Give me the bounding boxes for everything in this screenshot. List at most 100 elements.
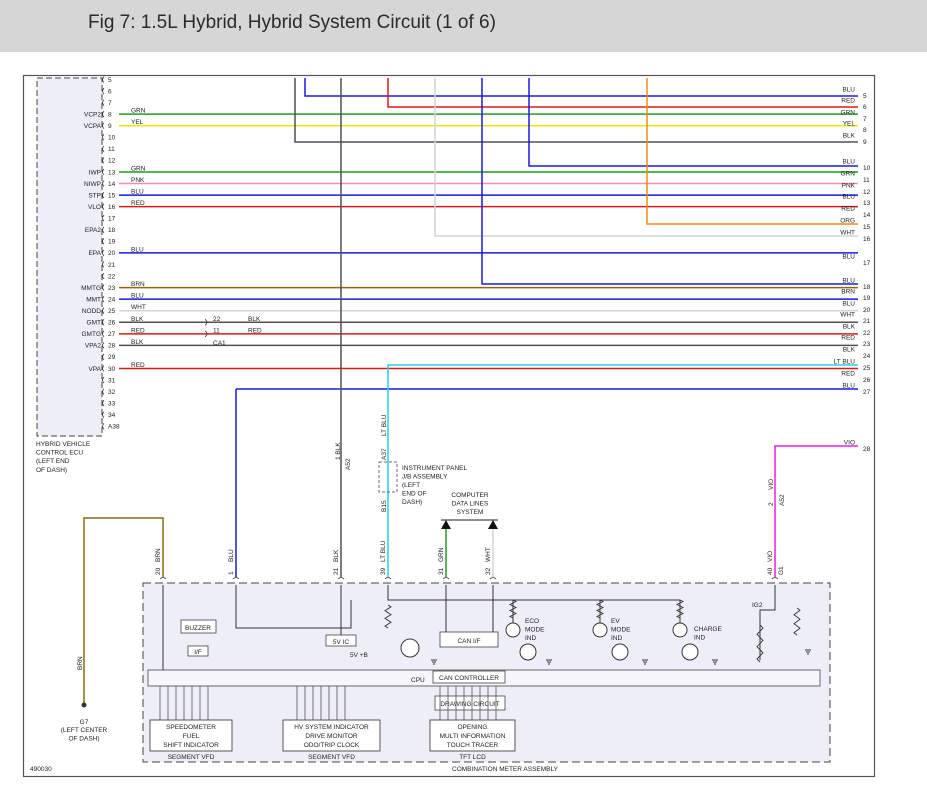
charge-label-line: CHARGE [694, 626, 722, 633]
ecu-pin-name: VLO [88, 204, 101, 211]
ecu-pin-number: 16 [108, 204, 116, 211]
pin-bracket [102, 214, 105, 222]
ecu-pin-name: EPA2 [85, 227, 102, 234]
pin-bracket [102, 203, 105, 210]
pin-bracket [771, 577, 779, 580]
ecu-pin-number: 17 [108, 216, 116, 223]
pin-bracket [232, 577, 240, 580]
meter-pin-color: BRN [155, 548, 162, 562]
wire-blu [304, 78, 858, 97]
ip-jb-label-line: (LEFT [402, 482, 420, 489]
pin-bracket [442, 577, 450, 580]
internal-wire [235, 585, 352, 629]
ground-point [81, 702, 87, 708]
pin-bracket [102, 238, 105, 245]
right-terminal-number: 27 [863, 389, 871, 396]
wire-color-label: WHT [131, 304, 146, 311]
ecu-pin-number: 12 [108, 158, 116, 165]
buzzer-box [180, 619, 217, 634]
right-terminal-number: 8 [863, 127, 867, 134]
ecu-pin-number: 8 [108, 111, 112, 118]
transistor-symbol [400, 638, 420, 658]
ecu-pin-number: 15 [108, 192, 116, 199]
right-terminal-number: 26 [863, 377, 871, 384]
wire-vio [774, 445, 858, 577]
meter-pin-color: GRN [438, 547, 445, 562]
ig2-label: IG2 [752, 602, 763, 609]
pin-bracket [102, 99, 105, 106]
ecu-pin-number: 25 [108, 308, 116, 315]
pin-bracket [102, 295, 105, 303]
pin-bracket [102, 284, 105, 291]
ground-symbol [546, 659, 552, 665]
resistor-symbol [793, 607, 801, 636]
pin-bracket [489, 577, 497, 580]
wire-color-label: RED [131, 362, 145, 369]
ground-id: G7 [80, 719, 89, 726]
pin-bracket [102, 191, 105, 199]
right-terminal-number: 17 [863, 260, 871, 267]
connector-label: A52 [779, 494, 786, 506]
right-terminal-number: 15 [863, 224, 871, 231]
pin-bracket [102, 365, 105, 372]
cdl-label-line: DATA LINES [452, 501, 489, 508]
eco-mode-label-line: ECO [525, 618, 539, 625]
wire-color-label: BRN [131, 281, 145, 288]
resistor-symbol [508, 599, 518, 619]
pin-bracket [102, 353, 105, 361]
pin-bracket [102, 307, 105, 314]
pin-bracket [102, 122, 105, 130]
pin-bracket [102, 388, 105, 395]
data-line-arrow [488, 520, 498, 529]
right-terminal-number: 11 [863, 177, 870, 184]
ecu-pin-name: EPA [88, 250, 101, 257]
can-if-label: CAN I/F [457, 638, 480, 645]
ev-led-symbol [592, 622, 608, 638]
ecu-pin-name: IWP [89, 169, 101, 176]
meter-pin-color: BLK [333, 549, 340, 562]
wire-org [646, 78, 858, 225]
resistor-symbol [384, 604, 392, 629]
pin-bracket [102, 411, 105, 419]
ip-jb-box [378, 461, 398, 493]
right-terminal-color: ORG [840, 218, 855, 225]
connector-label: G1 [778, 566, 785, 575]
ip-jb-label-line: DASH) [402, 499, 422, 506]
meter-pin-number: 39 [380, 567, 387, 575]
ecu-pin-number: 28 [108, 343, 116, 350]
hv-indicator-display-box-line: ODO/TRIP CLOCK [304, 742, 360, 749]
pin-bracket [102, 87, 105, 95]
resistor-symbol [675, 599, 685, 619]
can-if-box [439, 631, 499, 648]
hv-indicator-display-box-line: HV SYSTEM INDICATOR [294, 724, 369, 731]
right-terminal-number: 22 [863, 330, 871, 337]
wire-color-label: BLK [131, 339, 144, 346]
diagram-frame [22, 74, 876, 778]
right-terminal-number: 13 [863, 200, 871, 207]
right-terminal-number: 18 [863, 284, 871, 291]
vertical-wire-label: VIO [768, 479, 775, 490]
right-terminal-color: GRN [841, 171, 856, 178]
right-terminal-number: 28 [863, 446, 871, 453]
splice-label: CA1 [213, 340, 226, 347]
eco-led-symbol [505, 622, 521, 638]
ecu-pin-number: 20 [108, 250, 116, 257]
pin-bracket [102, 249, 105, 257]
pin-bracket [102, 342, 105, 349]
right-terminal-number: 14 [863, 212, 871, 219]
right-terminal-color: YEL [843, 121, 856, 128]
ecu-pin-number: 29 [108, 354, 116, 361]
right-terminal-color: RED [841, 98, 855, 105]
right-terminal-color: BLU [842, 87, 855, 94]
ecu-pin-number: 18 [108, 227, 116, 234]
wire-red [387, 78, 858, 108]
right-terminal-number: 16 [863, 236, 871, 243]
ground-label-line: (LEFT CENTER [61, 727, 108, 734]
vertical-wire-label: LT BLU [381, 414, 388, 436]
pin-bracket [102, 330, 105, 338]
ecu-label-line: (LEFT END [36, 458, 70, 465]
ecu-pin-name: NODD [82, 308, 101, 315]
charge-led-symbol [672, 622, 688, 638]
pin-bracket [102, 226, 105, 234]
